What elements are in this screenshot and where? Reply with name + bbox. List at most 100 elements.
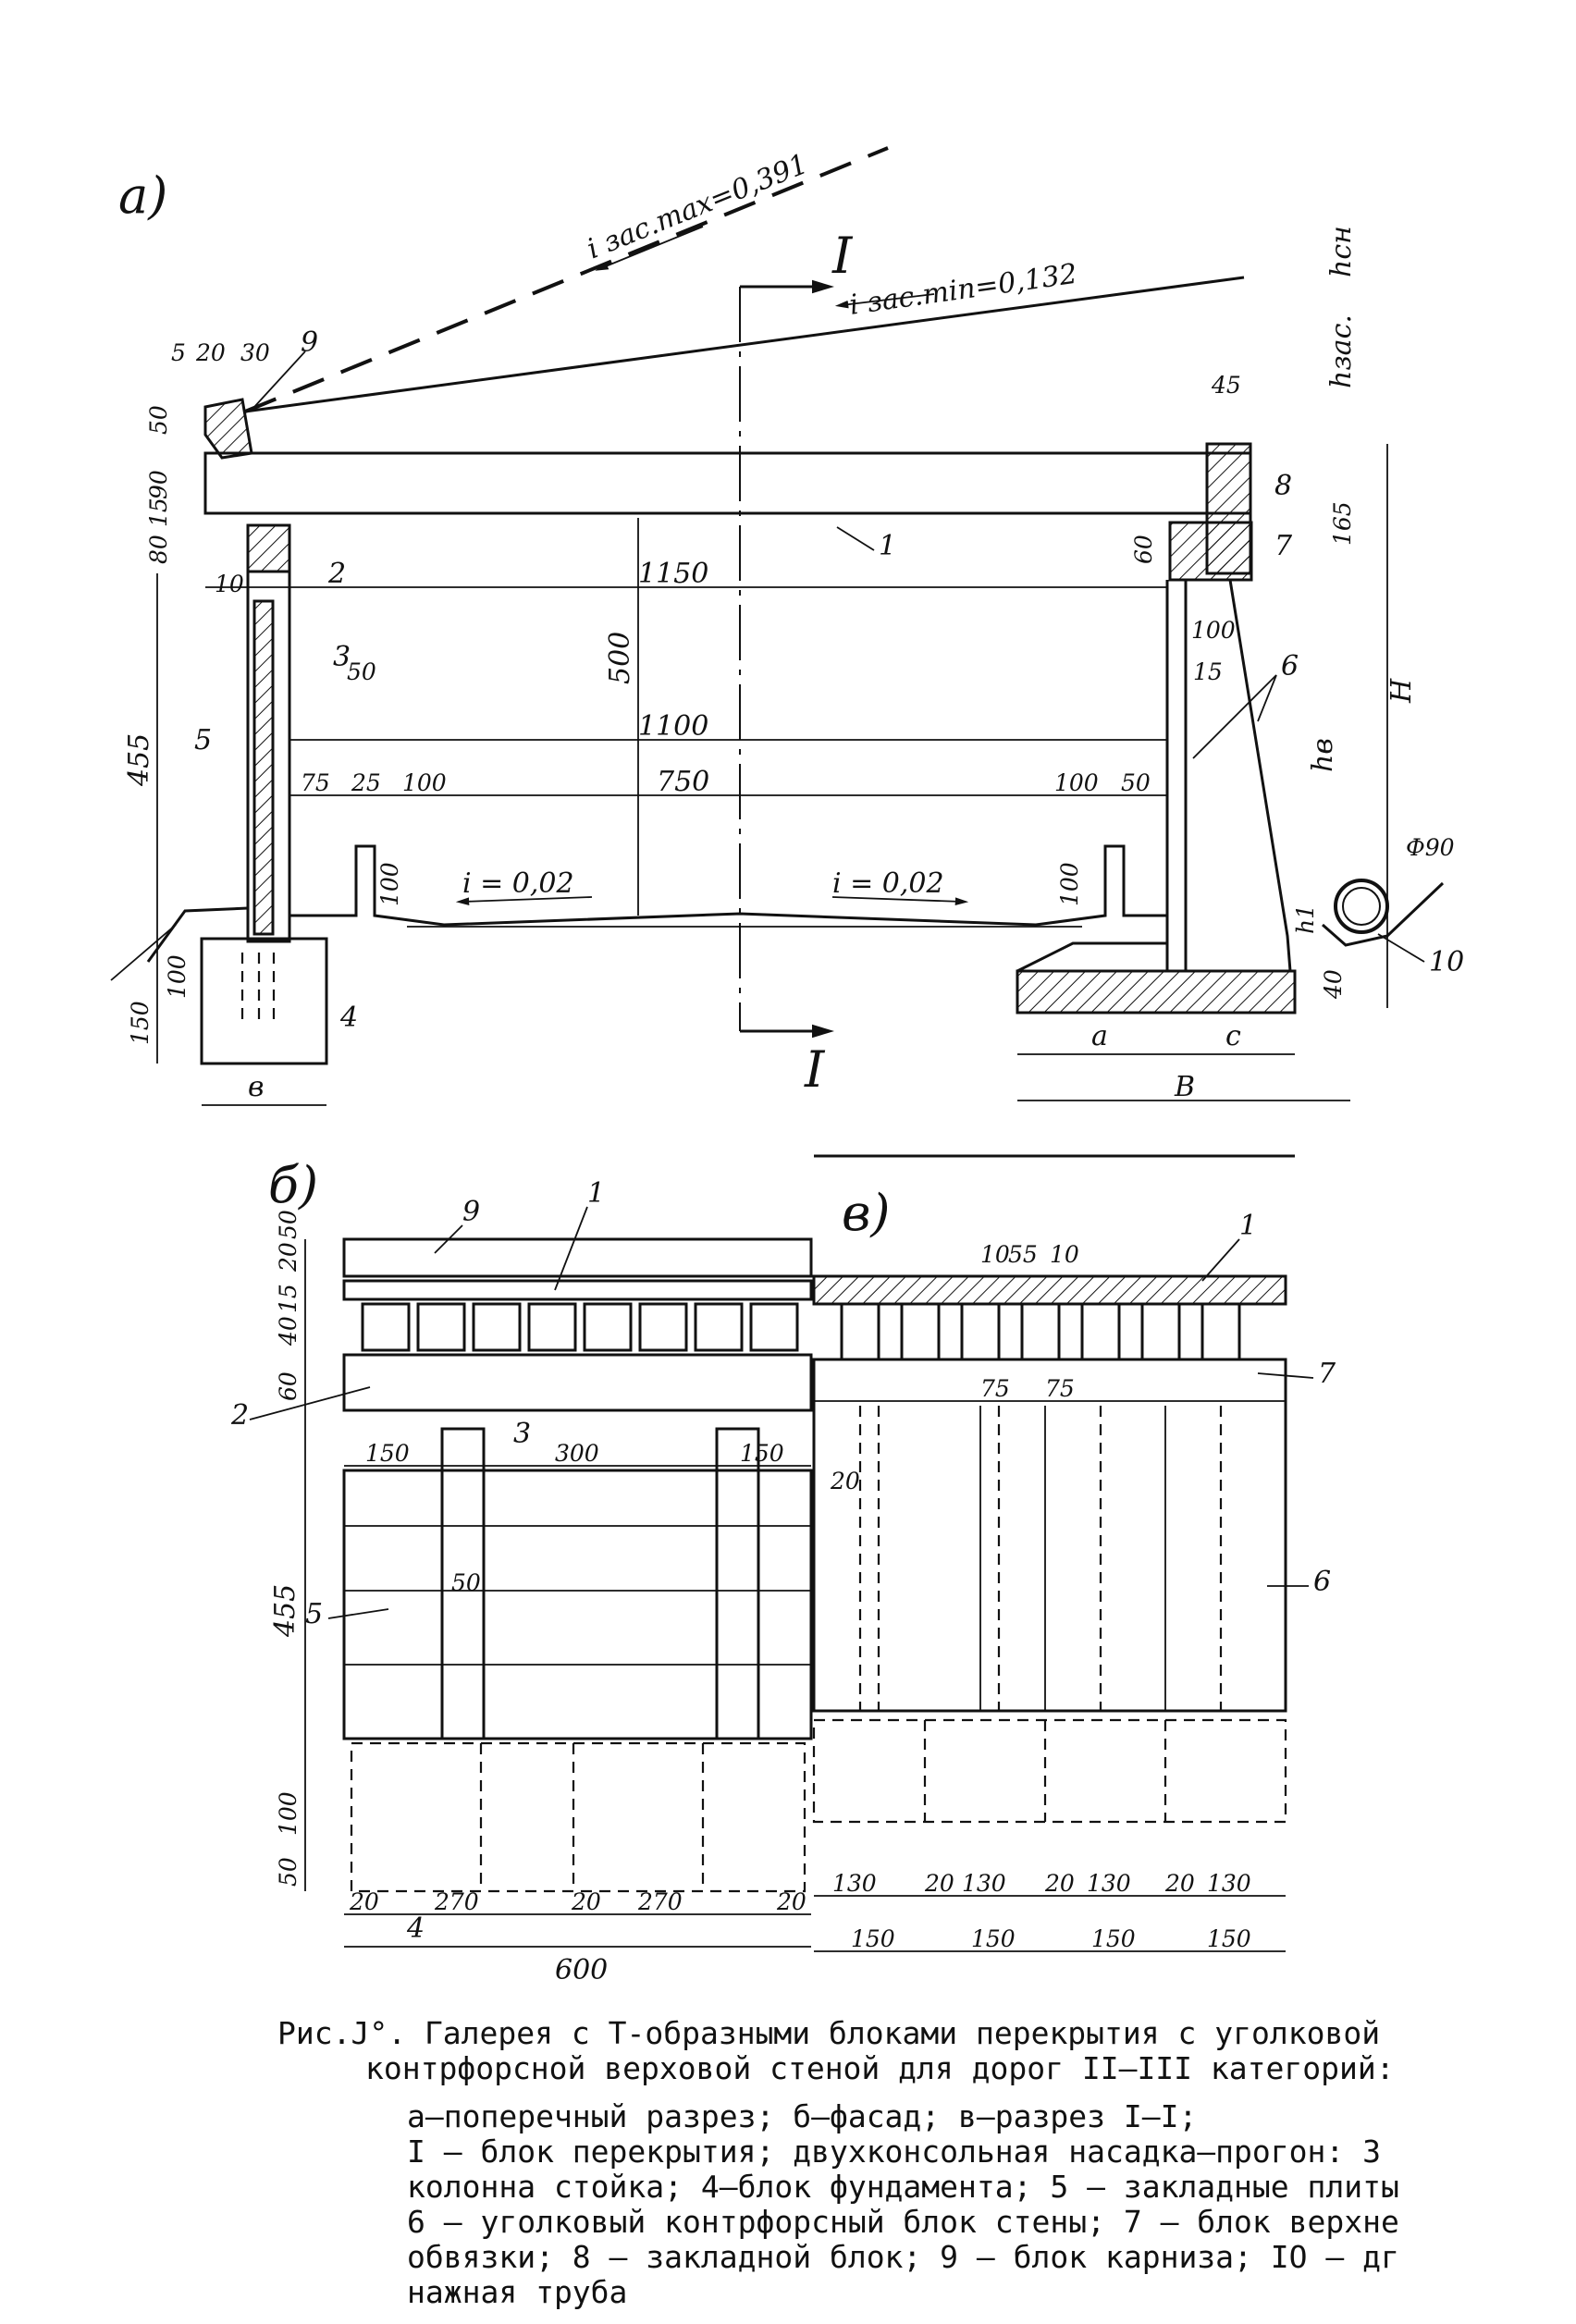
dim-b-20b: 20 (571, 1888, 601, 1915)
dim-50-right: 50 (1121, 769, 1151, 796)
dim-10: 10 (215, 571, 244, 597)
section-b: б) 20 50 15 40 60 455 (230, 1156, 813, 1986)
dim-b-300: 300 (555, 1440, 599, 1467)
dim-b-600: 600 (555, 1954, 608, 1986)
dim-b-60: 60 (275, 1371, 302, 1401)
leader-9 (253, 350, 306, 408)
label-hzas: hзас. (1325, 314, 1358, 388)
v-dim-10a: 10 (980, 1241, 1010, 1268)
dim-b-270a: 270 (434, 1888, 479, 1915)
ground-left (146, 906, 249, 963)
slope-left-arrow (455, 896, 593, 906)
v-dim-10b: 10 (1050, 1241, 1079, 1268)
leader-1 (836, 526, 875, 551)
dim-60: 60 (1130, 535, 1157, 564)
section-v: в) 10 55 10 (812, 1154, 1336, 1952)
facade-slab-top (342, 1279, 813, 1301)
caption-line-4: I – блок перекрытия; двухконсольная наса… (407, 2133, 1381, 2170)
slope-max-label: i зас.max=0,391 (583, 148, 813, 266)
v-row1-5: 20 (1164, 1870, 1195, 1897)
facade-column-right (715, 1427, 760, 1740)
dim-b-50: 50 (275, 1210, 302, 1239)
v-wall (812, 1358, 1287, 1713)
dim-b-20c: 20 (776, 1888, 806, 1915)
v-ribs (840, 1302, 1241, 1361)
part-4: 4 (339, 1002, 358, 1034)
panel-label-b: б) (268, 1156, 318, 1214)
dim-50-col: 50 (347, 658, 376, 685)
part-v-7: 7 (1318, 1358, 1336, 1390)
dim-b-150: 150 (365, 1440, 410, 1467)
dim-30: 30 (240, 339, 270, 366)
top-binding-block (1168, 521, 1253, 582)
part-10: 10 (1429, 946, 1464, 978)
part-7: 7 (1274, 530, 1293, 562)
dim-100-right: 100 (1054, 769, 1099, 796)
dim-b-15: 15 (275, 1284, 302, 1313)
cornice-block (203, 398, 253, 460)
section-mark-bottom: I (804, 1040, 826, 1099)
dim-750: 750 (657, 766, 709, 798)
embedded-plates (252, 599, 275, 936)
part-b-9: 9 (462, 1196, 480, 1228)
panel-label-a: а) (118, 166, 167, 225)
roadway (289, 844, 1167, 927)
facade-ribs (361, 1302, 799, 1352)
dim-75: 75 (301, 769, 330, 796)
v-row1-3: 20 (1044, 1870, 1075, 1897)
v-row2-3: 150 (1207, 1925, 1251, 1952)
facade-foundation (350, 1741, 806, 1893)
part-2: 2 (327, 558, 346, 590)
leader-v-7 (1257, 1372, 1314, 1379)
dim-b-50: 50 (451, 1569, 481, 1596)
leader-v-1 (1201, 1238, 1240, 1282)
v-row1-4: 130 (1087, 1870, 1131, 1897)
wall-stem (1165, 580, 1188, 973)
dim-90-left: 90 (145, 470, 172, 499)
label-c: c (1225, 1020, 1241, 1052)
leader-6b (1257, 674, 1277, 722)
dim-15: 15 (1193, 658, 1223, 685)
dim-165: 165 (1329, 501, 1356, 546)
part-b-5: 5 (305, 1598, 323, 1630)
dim-455: 455 (123, 733, 155, 787)
column (246, 570, 291, 943)
dim-b-100: 100 (275, 1791, 302, 1836)
part-v-1: 1 (1239, 1210, 1257, 1242)
v-row1-0: 130 (832, 1870, 877, 1897)
v-row2-0: 150 (851, 1925, 895, 1952)
v-dim-75b: 75 (1045, 1375, 1075, 1402)
slope-left: i = 0,02 (462, 867, 574, 900)
slope-min-line (244, 276, 1245, 413)
dim-15-left: 15 (145, 498, 172, 527)
v-row1-6: 130 (1207, 1870, 1251, 1897)
drain-tray (1322, 881, 1445, 947)
beam-block (246, 523, 291, 573)
part-b-4: 4 (406, 1912, 425, 1945)
dim-5: 5 (171, 339, 186, 366)
slope-min-arrow (834, 293, 935, 309)
label-B: B (1174, 1071, 1195, 1103)
dim-100-curb-left: 100 (376, 862, 403, 906)
label-H: H (1385, 678, 1418, 704)
dim-45: 45 (1211, 372, 1241, 399)
label-hv: hв (1307, 738, 1339, 772)
caption-line-6: 6 – уголковый контрфорсный блок стены; 7… (407, 2204, 1399, 2240)
leader-b-5 (327, 1608, 389, 1619)
leader-6a (1192, 674, 1277, 759)
slope-right-arrow (831, 896, 969, 906)
dim-500: 500 (604, 632, 636, 684)
leader-b-2 (249, 1386, 371, 1420)
part-9: 9 (301, 326, 318, 359)
part-8: 8 (1274, 470, 1292, 502)
dim-100-found: 100 (164, 954, 191, 999)
facade-plates (342, 1469, 813, 1740)
facade-cornice (342, 1237, 813, 1278)
v-row1-2: 130 (962, 1870, 1006, 1897)
foundation-block (200, 937, 328, 1065)
v-dim-55: 55 (1008, 1241, 1038, 1268)
panel-label-v: в) (842, 1184, 891, 1242)
part-b-3: 3 (513, 1418, 531, 1450)
dim-b-270b: 270 (637, 1888, 683, 1915)
dim-25: 25 (351, 769, 381, 796)
